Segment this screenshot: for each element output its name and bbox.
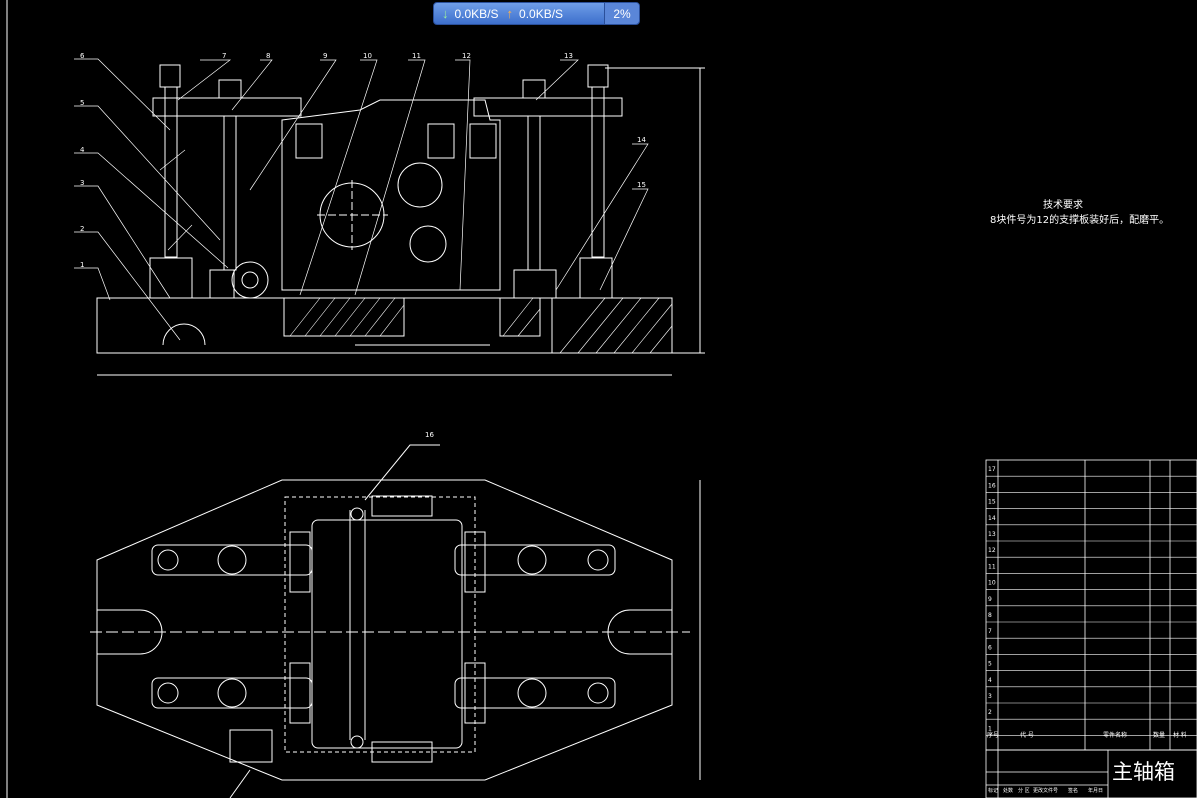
- callout-1: 1: [80, 261, 84, 269]
- bom-row-number: 15: [988, 499, 996, 506]
- drawing-title: 主轴箱: [1112, 760, 1175, 784]
- svg-text:签名: 签名: [1068, 787, 1078, 794]
- network-speed-widget[interactable]: ↓ 0.0KB/S ↑ 0.0KB/S 2%: [433, 2, 640, 25]
- title-row: 标记 处数 分 区 更改文件号 签名 年月日: [988, 787, 1103, 794]
- front-elevation: [96, 64, 705, 376]
- callout-15: 15: [637, 181, 646, 189]
- tech-requirement-title: 技术要求: [1043, 200, 1083, 211]
- bom-row-number: 12: [988, 547, 996, 554]
- bom-row-number: 17: [988, 466, 996, 473]
- callout-14: 14: [637, 136, 646, 144]
- bom-row-number: 5: [988, 661, 992, 668]
- tech-requirement-text: 8块件号为12的支撑板装好后，配磨平。: [990, 215, 1170, 226]
- callout-6: 6: [80, 52, 85, 60]
- callout-10: 10: [363, 52, 372, 60]
- bom-row-number: 9: [988, 596, 992, 603]
- bom-row-number: 8: [988, 612, 992, 619]
- bom-material-header: 材 料: [1173, 731, 1187, 739]
- bom-seq-header: 序号: [987, 731, 999, 739]
- callout-11: 11: [412, 52, 421, 60]
- callout-2: 2: [80, 225, 84, 233]
- bom-row-number: 10: [988, 580, 996, 587]
- callout-8: 8: [266, 52, 270, 60]
- svg-text:标记: 标记: [988, 787, 998, 794]
- bom-row-number: 3: [988, 693, 992, 700]
- bom-row-number: 14: [988, 515, 996, 522]
- svg-text:处数: 处数: [1003, 787, 1013, 794]
- bom-row-number: 13: [988, 531, 996, 538]
- callout-9: 9: [323, 52, 327, 60]
- callout-12: 12: [462, 52, 471, 60]
- bom-numbers: 17 16 15 14 13 12 11 10 9 8 7 6 5 4 3 2 1: [988, 466, 996, 732]
- bom-row-number: 7: [988, 628, 992, 635]
- bom-row-number: 16: [988, 482, 996, 489]
- callout-16: 16: [425, 431, 434, 439]
- upload-arrow-icon: ↑: [506, 6, 514, 21]
- callout-4: 4: [80, 146, 85, 154]
- bom-table: [985, 459, 1197, 798]
- bom-name-header: 零件名称: [1103, 731, 1127, 739]
- download-arrow-icon: ↓: [442, 6, 449, 21]
- callout-3: 3: [80, 179, 84, 187]
- svg-text:分 区: 分 区: [1018, 787, 1030, 794]
- bom-header: 序号 代 号 零件名称 数量 材 料: [987, 731, 1187, 739]
- bom-code-header: 代 号: [1020, 731, 1034, 739]
- callout-5: 5: [80, 99, 84, 107]
- bom-row-number: 4: [988, 677, 992, 684]
- plan-view: [90, 444, 701, 798]
- bom-qty-header: 数量: [1153, 731, 1165, 739]
- bom-row-number: 2: [988, 709, 992, 716]
- svg-text:年月日: 年月日: [1088, 787, 1103, 794]
- bom-row-number: 6: [988, 644, 992, 651]
- bom-row-number: 11: [988, 563, 996, 570]
- callout-7: 7: [222, 52, 226, 60]
- cpu-percent: 2%: [604, 3, 639, 24]
- bom-row-number: 1: [988, 725, 992, 732]
- callout-labels: 6 5 4 3 2 1 7 8 9 10 11 12 13 14 15 16: [80, 52, 646, 439]
- download-speed: 0.0KB/S: [454, 6, 499, 21]
- title-block: [985, 749, 1197, 798]
- callout-13: 13: [564, 52, 573, 60]
- svg-text:更改文件号: 更改文件号: [1033, 787, 1058, 794]
- upload-speed: 0.0KB/S: [519, 6, 564, 21]
